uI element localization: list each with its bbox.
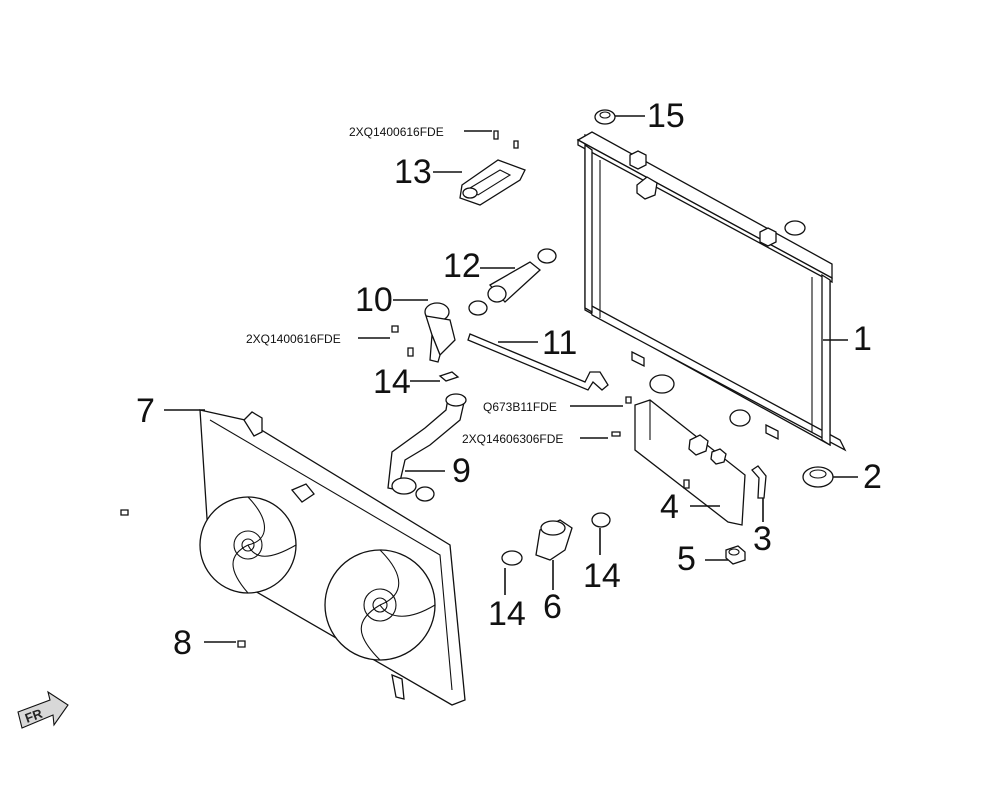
- leader-lines: [164, 115, 858, 643]
- radiator-cap: [649, 374, 675, 394]
- front-direction-arrow: FR: [17, 690, 69, 729]
- part-code-elbow-screw: 2XQ1400616FDE: [246, 332, 341, 346]
- callout-8: 8: [173, 624, 192, 662]
- coolant-hose: [535, 519, 573, 561]
- hose-clamp-left: [501, 550, 523, 566]
- fan-shroud: [199, 409, 466, 706]
- callout-14-upper: 14: [373, 363, 411, 401]
- callout-10: 10: [355, 281, 393, 319]
- reservoir-hose: [751, 465, 767, 499]
- callout-9: 9: [452, 452, 471, 490]
- callout-5: 5: [677, 540, 696, 578]
- hose-clamp-upper-b: [468, 300, 488, 316]
- part-code-bracket-screw: 2XQ1400616FDE: [349, 125, 444, 139]
- callout-11: 11: [542, 324, 577, 362]
- radiator: [576, 131, 847, 452]
- screw-group: [120, 130, 690, 648]
- part-code-tank-screw: 2XQ14606306FDE: [462, 432, 563, 446]
- mounting-bracket: [459, 159, 526, 206]
- callout-12: 12: [443, 247, 481, 285]
- callout-4: 4: [660, 488, 679, 526]
- callout-14-right: 14: [583, 557, 621, 595]
- reservoir-cap: [725, 545, 746, 565]
- part-code-tank-bolt: Q673B11FDE: [483, 400, 557, 414]
- callout-1: 1: [853, 320, 872, 358]
- grommet-top: [594, 109, 616, 125]
- callout-6: 6: [543, 588, 562, 626]
- callout-15: 15: [647, 97, 685, 135]
- front-direction-label: FR: [23, 706, 45, 726]
- upper-hose: [487, 261, 541, 303]
- callout-7: 7: [136, 392, 155, 430]
- overflow-pipe: [467, 333, 609, 391]
- grommet-bottom: [802, 466, 834, 488]
- hose-clamp-right: [591, 512, 611, 528]
- hose-clamp-small: [438, 371, 460, 382]
- water-outlet-elbow: [424, 302, 456, 363]
- callout-13: 13: [394, 153, 432, 191]
- callout-2: 2: [863, 458, 882, 496]
- hose-clamp-upper-a: [537, 248, 557, 264]
- lower-hose: [387, 393, 467, 502]
- callout-3: 3: [753, 520, 772, 558]
- callout-14-left: 14: [488, 595, 526, 633]
- reservoir-tank: [634, 399, 746, 526]
